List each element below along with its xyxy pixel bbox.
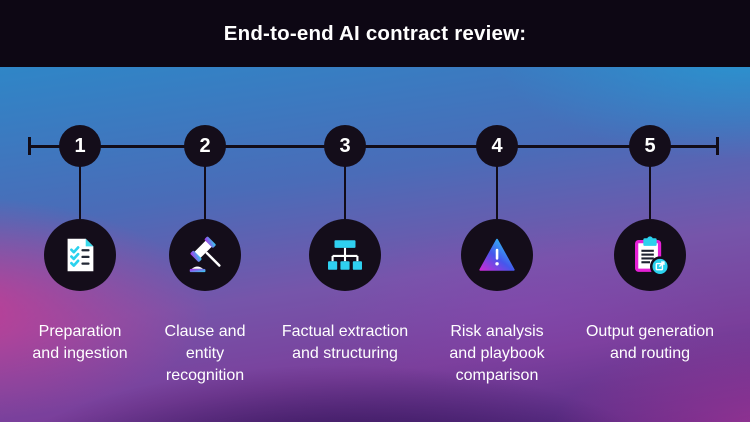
step-5-icon-node	[614, 219, 686, 291]
step-5-label: Output generation and routing	[585, 323, 715, 362]
step-2-number-badge: 2	[184, 125, 226, 167]
org-tree-icon	[328, 240, 362, 270]
step-number: 1	[74, 134, 86, 157]
timeline-end-cap	[716, 137, 719, 155]
step-3-number-badge: 3	[324, 125, 366, 167]
step-1-number-badge: 1	[59, 125, 101, 167]
step-1-icon-node	[44, 219, 116, 291]
step-number: 4	[491, 134, 503, 157]
step-2-label: Clause and entity recognition	[164, 323, 246, 384]
page-title: End-to-end AI contract review:	[223, 21, 527, 45]
step-4-icon-node	[461, 219, 533, 291]
timeline-stage: 1 Preparation and ingestion	[0, 67, 750, 422]
timeline-start-cap	[28, 137, 31, 155]
step-5-number-badge: 5	[629, 125, 671, 167]
step-1-label: Preparation and ingestion	[32, 323, 128, 362]
connector-line	[343, 146, 347, 254]
connector-line	[78, 146, 82, 254]
step-number: 2	[199, 134, 211, 157]
timeline-line	[30, 145, 719, 148]
step-3-icon-node	[309, 219, 381, 291]
connector-line	[495, 146, 499, 254]
step-2-icon-node	[169, 219, 241, 291]
step-4-number-badge: 4	[476, 125, 518, 167]
gavel-icon	[189, 236, 221, 273]
checklist-document-icon	[67, 238, 94, 272]
step-number: 5	[644, 134, 656, 157]
step-4-label: Risk analysis and playbook comparison	[449, 323, 545, 384]
step-3-label: Factual extraction and structuring	[281, 323, 409, 362]
header-bar: End-to-end AI contract review:	[0, 0, 750, 67]
warning-triangle-icon	[479, 238, 515, 271]
connector-line	[648, 146, 652, 254]
step-number: 3	[339, 134, 351, 157]
connector-line	[203, 146, 207, 254]
clipboard-export-icon	[635, 236, 671, 276]
